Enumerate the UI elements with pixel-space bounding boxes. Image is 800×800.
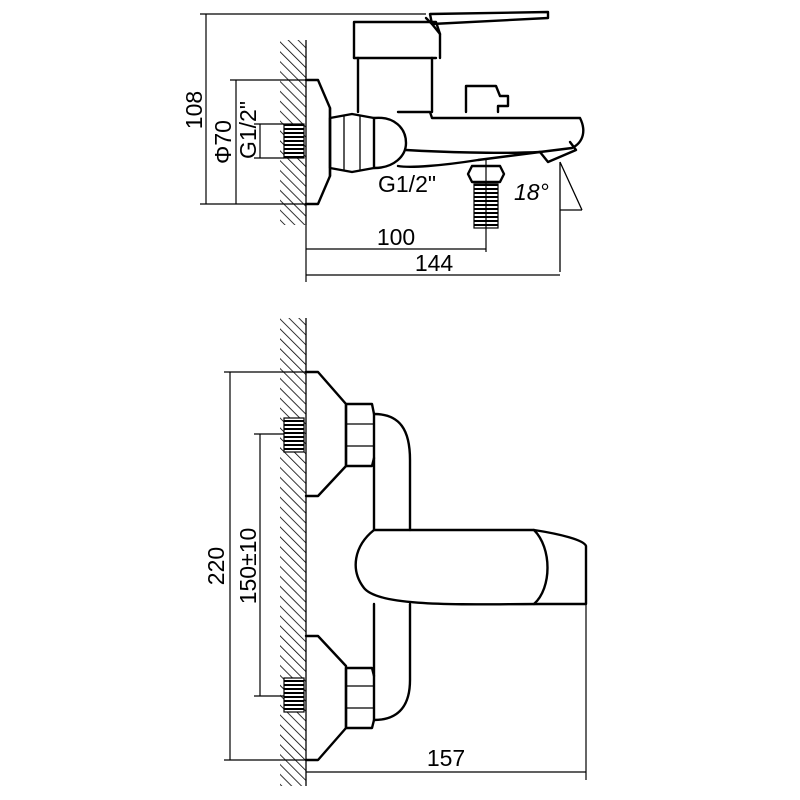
side-body-column bbox=[356, 56, 434, 114]
front-thread-top bbox=[283, 417, 305, 453]
label-157: 157 bbox=[427, 745, 465, 771]
label-150: 150±10 bbox=[235, 528, 261, 605]
side-outlet-nut bbox=[466, 164, 506, 184]
side-hex-nut bbox=[328, 112, 376, 174]
label-outlet-thread: G1/2" bbox=[378, 171, 436, 197]
front-spout-tip bbox=[532, 528, 549, 606]
front-view: 220 150±10 157 bbox=[203, 318, 588, 786]
side-view: 108 Φ70 G1/2" G1/2" 18° 100 144 bbox=[181, 10, 585, 282]
label-d70: Φ70 bbox=[210, 120, 236, 164]
front-escutcheon-top bbox=[304, 370, 348, 498]
side-spout-outlet bbox=[538, 140, 578, 164]
label-144: 144 bbox=[415, 250, 454, 276]
front-escutcheon-bottom bbox=[304, 634, 348, 762]
front-thread-bottom bbox=[283, 677, 305, 713]
side-cartridge-cap bbox=[352, 20, 442, 60]
side-spout-lower bbox=[404, 148, 542, 155]
side-angle-lines bbox=[559, 161, 583, 211]
front-hex-nut-bottom bbox=[344, 666, 376, 730]
side-spout bbox=[396, 110, 585, 168]
label-108: 108 bbox=[181, 91, 207, 129]
side-handle-lever bbox=[428, 10, 550, 26]
label-220: 220 bbox=[203, 547, 229, 585]
side-diverter-knob bbox=[464, 84, 510, 114]
side-handle-neck bbox=[424, 16, 442, 36]
side-mixer-body bbox=[372, 116, 408, 170]
label-angle: 18° bbox=[514, 179, 549, 205]
front-hex-nut-top bbox=[344, 402, 376, 468]
side-escutcheon bbox=[304, 78, 332, 206]
label-100: 100 bbox=[377, 224, 415, 250]
front-vertical-body bbox=[372, 412, 412, 722]
side-wall-thread bbox=[283, 123, 305, 159]
front-spout bbox=[354, 528, 588, 606]
label-wall-thread: G1/2" bbox=[235, 101, 261, 159]
front-wall bbox=[280, 318, 306, 786]
